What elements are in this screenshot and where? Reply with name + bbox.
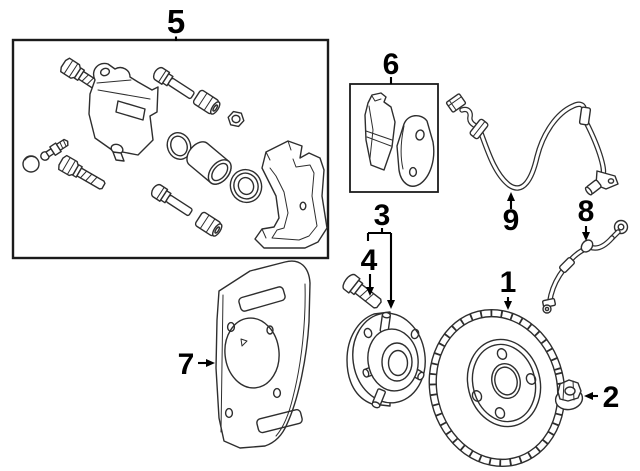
callout-3-number: 3	[374, 199, 391, 232]
brake-pad-outer-drawing	[396, 115, 435, 187]
callout-9-number: 9	[503, 204, 520, 237]
caliper-kit-contents	[22, 57, 328, 249]
brake-hose-drawing	[541, 219, 629, 314]
callout-8-number: 8	[578, 195, 595, 228]
callout-2: 2	[584, 381, 619, 414]
callout-5-number: 5	[167, 3, 185, 40]
callout-4-number: 4	[361, 244, 378, 277]
brake-rotor-drawing	[428, 308, 566, 468]
piston-boot-drawing	[229, 168, 263, 204]
caliper-bracket-drawing	[254, 140, 328, 249]
caliper-piston-drawing	[186, 141, 232, 185]
pin-bushing-upper-drawing	[192, 89, 221, 115]
caliper-body-drawing	[88, 62, 159, 162]
callout-8: 8	[578, 195, 595, 241]
brake-pad-inner-drawing	[364, 92, 396, 171]
callout-9: 9	[503, 192, 520, 237]
callout-1-number: 1	[500, 266, 517, 299]
splash-shield-drawing	[215, 260, 311, 449]
callout-3: 3	[366, 199, 395, 309]
hub-nut-drawing	[554, 379, 584, 411]
hub-bearing-drawing	[346, 311, 426, 409]
callout-7: 7	[178, 348, 215, 381]
caliper-kit-box	[11, 38, 330, 260]
callout-6-number: 6	[383, 48, 400, 81]
callout-1: 1	[500, 266, 517, 310]
callout-6: 6	[383, 48, 400, 84]
bleeder-cap-drawing	[22, 155, 40, 173]
brake-pad-box	[349, 83, 439, 193]
guide-pin-lower-drawing	[150, 183, 193, 217]
callout-4: 4	[361, 244, 378, 296]
pin-bushing-lower-drawing	[194, 211, 223, 237]
wheel-stud-drawing	[342, 273, 382, 309]
caliper-bolt-lower-drawing	[58, 154, 106, 190]
callout-2-number: 2	[603, 381, 620, 414]
bleeder-nut-drawing	[227, 110, 245, 128]
piston-seal-drawing	[166, 132, 192, 160]
callout-5: 5	[167, 3, 185, 41]
abs-sensor-drawing	[445, 93, 619, 196]
callout-7-number: 7	[178, 348, 195, 381]
guide-pin-upper-drawing	[152, 66, 195, 100]
bleeder-screw-drawing	[40, 138, 69, 161]
